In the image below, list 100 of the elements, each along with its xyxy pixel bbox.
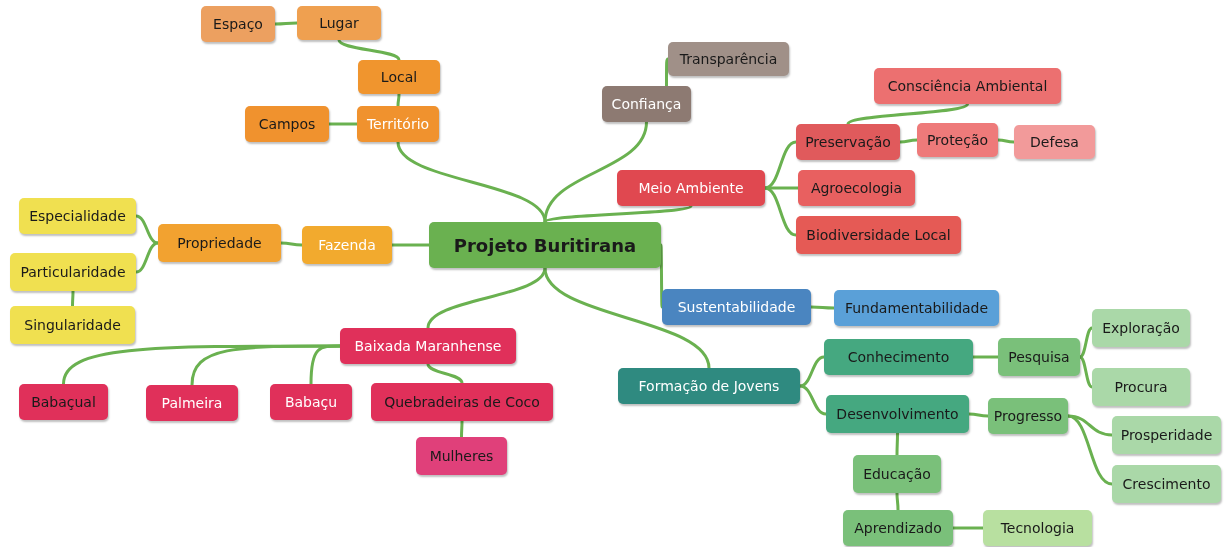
topic-label: Babaçual xyxy=(31,394,96,410)
topic-label: Proteção xyxy=(926,132,989,148)
connector-line xyxy=(543,267,711,369)
topic-box xyxy=(826,395,969,433)
connector-line xyxy=(135,214,159,245)
connector-line xyxy=(1079,355,1093,389)
connector-line xyxy=(799,384,827,416)
topic-box xyxy=(662,289,811,325)
topic-box xyxy=(10,253,136,291)
topic-label: Progresso xyxy=(993,408,1063,424)
topic-label: Fundamentabilidade xyxy=(844,300,989,316)
topic-box xyxy=(158,224,281,262)
topic-box xyxy=(245,106,329,142)
topic-label: Singularidade xyxy=(24,317,121,333)
connector-line xyxy=(895,433,899,455)
connector-line xyxy=(329,122,357,126)
topic-box xyxy=(357,106,439,142)
topic-box xyxy=(146,385,238,421)
connector-line xyxy=(426,267,547,329)
topic-label: Projeto Buritirana xyxy=(453,234,637,256)
topic-label: Conhecimento xyxy=(847,349,950,365)
topic-label: Pesquisa xyxy=(1008,349,1070,365)
topic-box xyxy=(340,328,516,364)
connector-line xyxy=(1079,326,1093,359)
connector-line xyxy=(764,140,797,190)
topic-box xyxy=(1112,416,1221,454)
topic-label: Desenvolvimento xyxy=(836,406,959,422)
topic-label: Mulheres xyxy=(429,448,494,464)
topic-label: Prosperidade xyxy=(1120,427,1213,443)
topic-box xyxy=(843,510,953,546)
topic-label: Procura xyxy=(1114,379,1168,395)
topic-box xyxy=(270,384,352,420)
connector-line xyxy=(396,141,547,223)
topic-label: Baixada Maranhense xyxy=(354,338,502,354)
connector-line xyxy=(899,138,918,144)
topic-label: Lugar xyxy=(319,15,359,31)
connector-line xyxy=(426,363,464,384)
connector-line xyxy=(997,138,1015,144)
topic-box xyxy=(824,339,973,375)
topic-box xyxy=(1014,125,1095,159)
topic-box xyxy=(668,42,789,76)
connector-line xyxy=(846,102,969,126)
topic-label: Particularidade xyxy=(20,264,126,280)
connector-line xyxy=(392,243,429,247)
connector-line xyxy=(543,121,648,223)
topic-label: Propriedade xyxy=(177,235,262,251)
topic-label: Aprendizado xyxy=(854,520,942,536)
topic-label: Fazenda xyxy=(318,237,376,253)
connector-line xyxy=(544,204,692,224)
connector-line xyxy=(71,291,75,306)
connector-line xyxy=(953,526,983,530)
topic-box xyxy=(19,384,108,420)
topic-label: Meio Ambiente xyxy=(638,180,744,196)
topic-label: Agroecologia xyxy=(810,180,903,196)
topic-box xyxy=(834,290,999,326)
topic-box xyxy=(853,455,941,493)
central-topic-box xyxy=(429,222,661,268)
connector-line xyxy=(665,58,670,86)
topic-box xyxy=(302,226,392,264)
topic-label: Sustentabilidade xyxy=(677,299,796,315)
connector-line xyxy=(135,241,159,274)
connector-line xyxy=(337,39,401,61)
connector-line xyxy=(968,412,989,418)
connector-line xyxy=(764,186,797,237)
topic-label: Crescimento xyxy=(1122,476,1211,492)
topic-box xyxy=(416,437,507,475)
topic-box xyxy=(796,216,961,254)
topic-label: Babaçu xyxy=(284,394,338,410)
topic-box xyxy=(988,398,1068,434)
topic-label: Território xyxy=(366,116,430,132)
topic-label: Formação de Jovens xyxy=(638,378,780,394)
connector-line xyxy=(396,93,401,107)
topic-box xyxy=(618,368,800,404)
topic-box xyxy=(798,170,915,206)
topic-box xyxy=(19,198,136,234)
topic-box xyxy=(1112,465,1221,503)
connector-line xyxy=(280,241,303,247)
topic-box xyxy=(796,124,900,160)
topic-box xyxy=(617,170,765,206)
topic-box xyxy=(358,60,440,94)
connector-line xyxy=(659,244,664,308)
connector-line xyxy=(895,492,900,511)
topic-label: Defesa xyxy=(1030,134,1079,150)
topic-label: Palmeira xyxy=(161,395,223,411)
topic-label: Educação xyxy=(863,466,931,482)
topic-box xyxy=(1092,309,1190,347)
topic-box xyxy=(998,338,1080,376)
topic-label: Espaço xyxy=(213,16,263,32)
connector-line xyxy=(460,421,464,437)
connector-line xyxy=(275,21,297,26)
topic-label: Quebradeiras de Coco xyxy=(384,394,540,410)
topic-box xyxy=(602,86,691,122)
topic-label: Campos xyxy=(258,116,316,132)
topic-box xyxy=(371,383,553,421)
topic-box xyxy=(874,68,1061,104)
topic-box xyxy=(983,510,1092,546)
connector-line xyxy=(799,355,825,388)
topic-label: Confiança xyxy=(611,96,682,112)
topic-label: Consciência Ambiental xyxy=(887,78,1048,94)
topic-box xyxy=(201,6,275,42)
